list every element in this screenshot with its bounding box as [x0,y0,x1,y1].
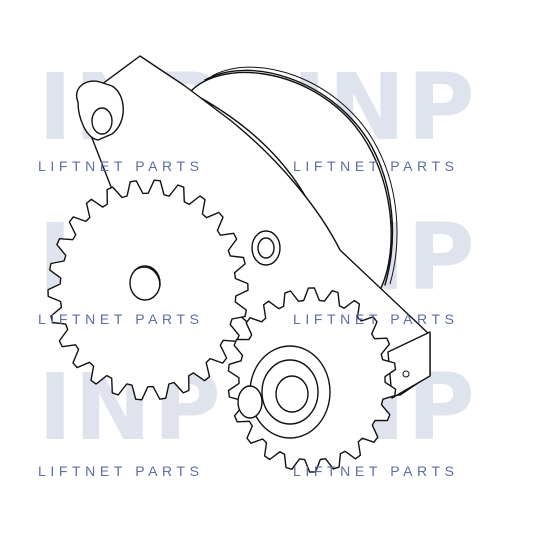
small-idler-gear [227,287,397,473]
watermark-tagline: LIFTNET PARTS [293,311,459,327]
watermark-tagline: LIFTNET PARTS [293,463,459,479]
watermark-tagline: LIFTNET PARTS [38,158,204,174]
watermark-tagline: LIFTNET PARTS [293,158,459,174]
large-drive-gear [47,179,249,401]
watermark-tagline: LIFTNET PARTS [38,311,204,327]
watermark-tagline: LIFTNET PARTS [38,463,204,479]
